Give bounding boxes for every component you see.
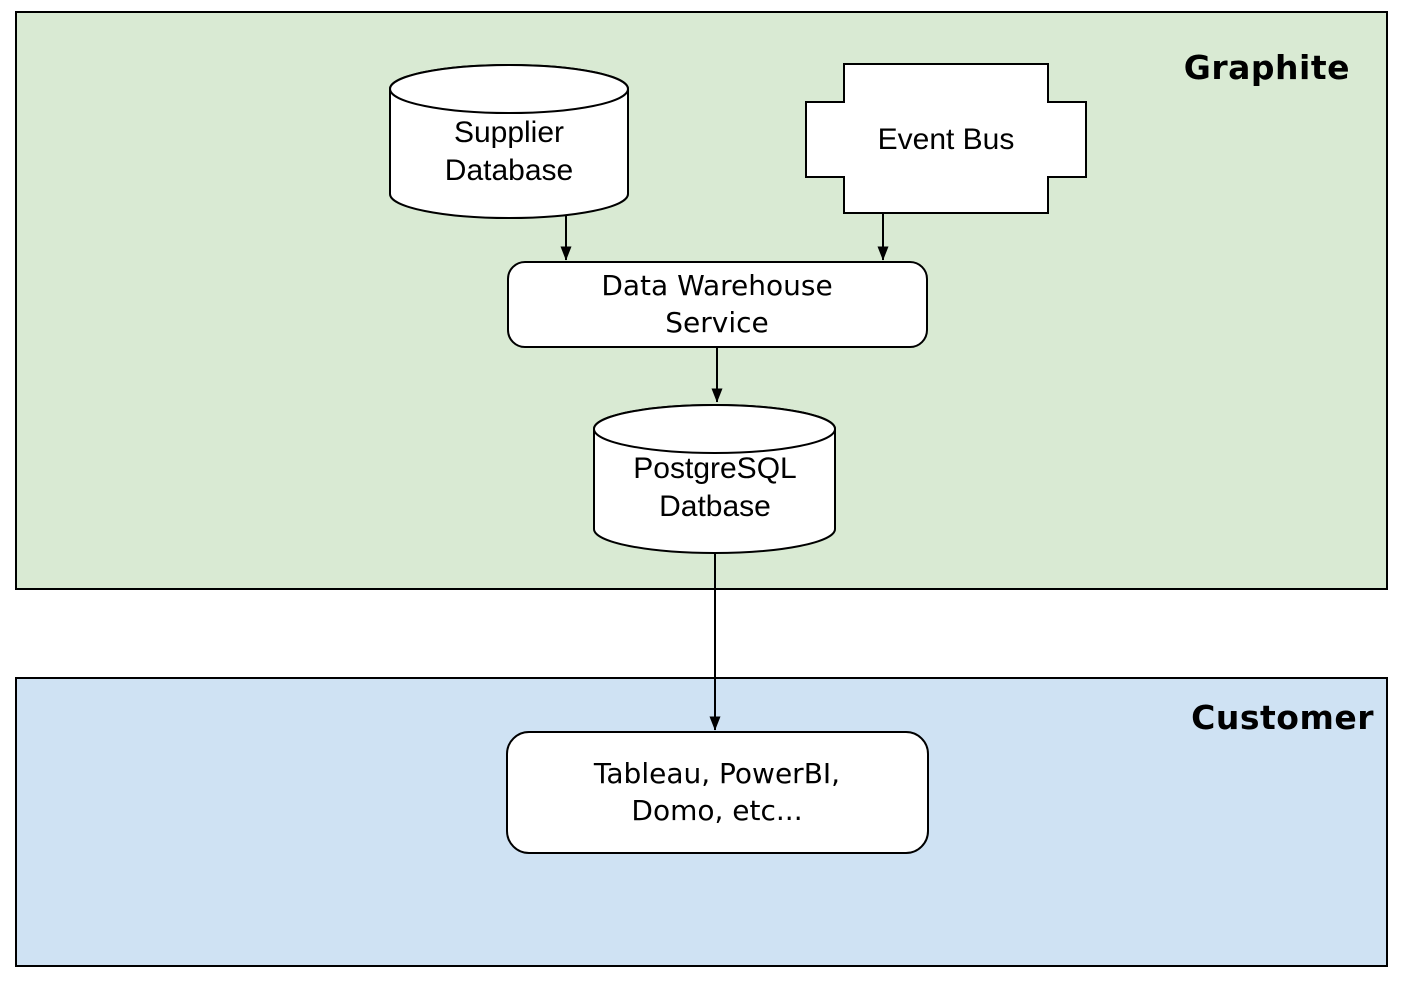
section-customer-label: Customer [1191,698,1374,737]
postgresql-database-node-label: PostgreSQL Datbase [633,452,797,523]
event-bus-node-label: Event Bus [877,123,1015,156]
data-warehouse-service-node-label: Data Warehouse Service [601,269,833,339]
supplier-database-node-label: Supplier Database [444,116,574,187]
section-graphite-label: Graphite [1183,48,1350,87]
bi-tools-node-label: Tableau, PowerBI, Domo, etc... [593,757,841,827]
